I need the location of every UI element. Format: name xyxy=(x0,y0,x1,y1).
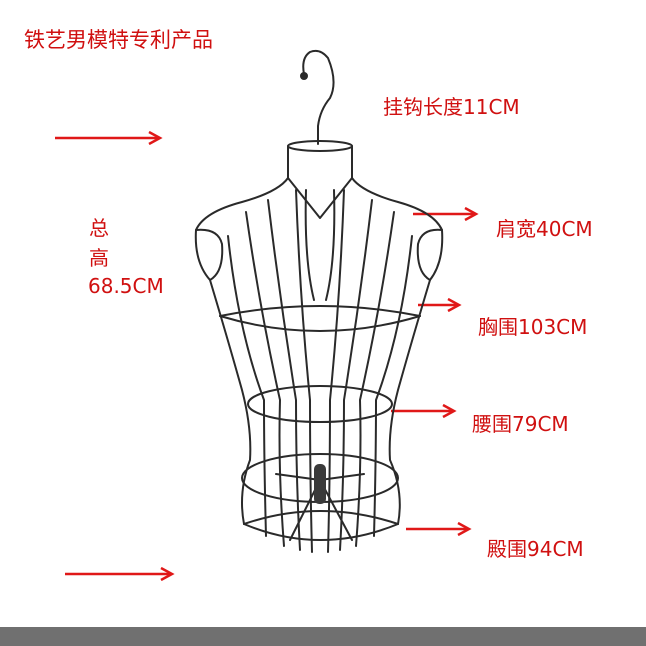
arrow-right-icon xyxy=(418,298,462,312)
hook-length-label: 挂钩长度11CM xyxy=(383,95,520,119)
total-height-label-2: 高 xyxy=(89,246,109,270)
shoulder-width-label: 肩宽40CM xyxy=(496,217,593,241)
waist-label: 腰围79CM xyxy=(472,412,569,436)
product-title: 铁艺男模特专利产品 xyxy=(24,28,213,52)
footer-bar xyxy=(0,627,646,646)
chest-label: 胸围103CM xyxy=(478,315,588,339)
total-height-label-3: 68.5CM xyxy=(88,274,164,298)
arrow-right-icon xyxy=(413,207,479,221)
wire-mannequin-icon xyxy=(194,49,444,553)
arrow-right-icon xyxy=(391,404,457,418)
total-height-label-1: 总 xyxy=(89,216,109,240)
hip-label: 殿围94CM xyxy=(487,537,584,561)
arrow-right-icon xyxy=(406,522,472,536)
arrow-right-icon xyxy=(65,567,175,581)
arrow-right-icon xyxy=(55,131,163,145)
